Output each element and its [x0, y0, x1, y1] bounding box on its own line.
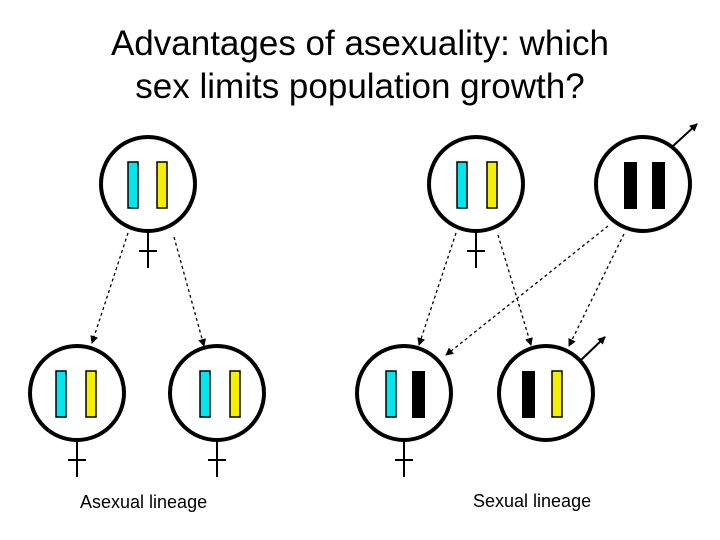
cell-outline: [99, 135, 197, 233]
female-symbol-icon: [68, 440, 86, 477]
female-symbol-icon: [467, 231, 485, 268]
cell-outline: [168, 344, 266, 442]
inheritance-arrow: [173, 236, 206, 347]
title-line-1: Advantages of asexuality: which: [110, 24, 610, 63]
female-symbol-icon: [208, 440, 226, 477]
chromosome-black: [652, 162, 665, 209]
chromosome-yellow: [486, 161, 498, 209]
male-symbol-icon: [580, 336, 606, 361]
diagram-title: Advantages of asexuality: which sex limi…: [0, 22, 720, 108]
cell-outline: [427, 135, 525, 233]
asexual-daughter-right: [168, 344, 266, 442]
inheritance-arrow: [445, 225, 609, 356]
chromosome-yellow: [551, 370, 563, 418]
chromosome-cyan: [127, 161, 139, 209]
asexual-lineage-label: Asexual lineage: [80, 492, 208, 512]
sexual-father: [594, 135, 692, 233]
male-symbol-icon: [672, 123, 698, 147]
cell-outline: [28, 344, 126, 442]
sexual-son: [497, 344, 595, 442]
sexual-mother: [427, 135, 525, 233]
chromosome-cyan: [199, 370, 211, 418]
chromosome-yellow: [85, 370, 97, 418]
inheritance-arrow: [568, 233, 625, 347]
asexual-daughter-left: [28, 344, 126, 442]
chromosome-yellow: [229, 370, 241, 418]
inheritance-arrow: [497, 234, 533, 346]
chromosome-black: [624, 162, 637, 209]
chromosome-black: [522, 371, 535, 418]
title-line-2: sex limits population growth?: [135, 67, 585, 106]
inheritance-arrow: [90, 232, 129, 344]
chromosome-yellow: [156, 161, 168, 209]
chromosome-cyan: [385, 370, 397, 418]
chromosome-cyan: [55, 370, 67, 418]
chromosome-black: [412, 371, 425, 418]
cell-outline: [594, 135, 692, 233]
chromosome-cyan: [456, 161, 468, 209]
female-symbol-icon: [139, 231, 157, 268]
inheritance-arrow: [417, 232, 457, 346]
cell-outline: [497, 344, 595, 442]
asexual-mother: [99, 135, 197, 233]
cell-outline: [355, 344, 453, 442]
sexual-daughter: [355, 344, 453, 442]
sexual-lineage-label: Sexual lineage: [473, 491, 592, 511]
female-symbol-icon: [395, 440, 413, 477]
